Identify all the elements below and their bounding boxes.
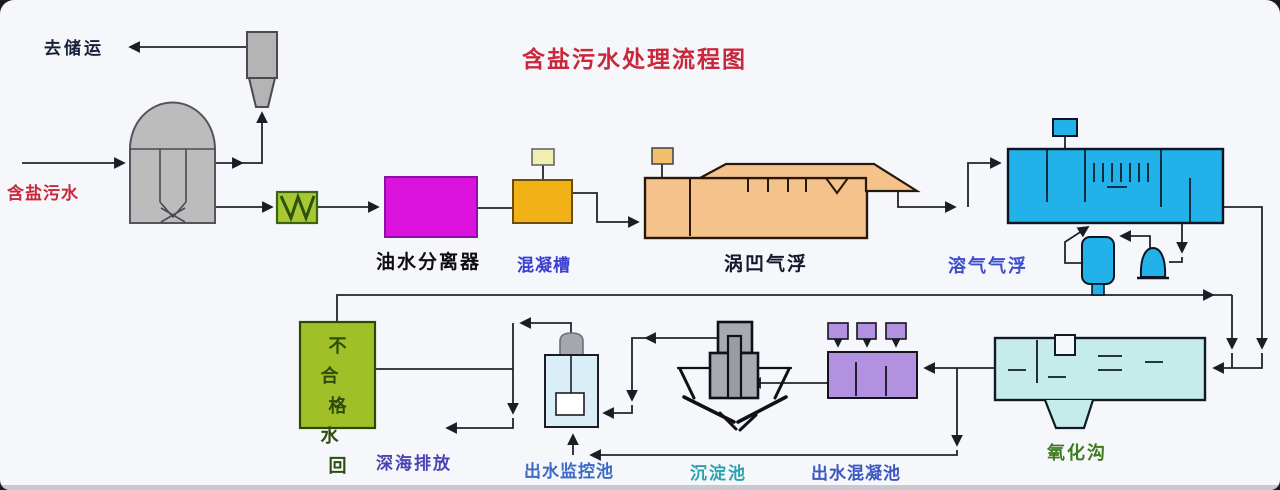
static-mixer — [275, 190, 319, 225]
offspec-water-box — [298, 320, 377, 430]
label-daf-flotation: 溶气气浮 — [948, 256, 1028, 276]
effluent-coagulation-box — [827, 322, 918, 399]
oil-water-separator-box — [384, 176, 478, 238]
dosing-box-1 — [827, 322, 849, 340]
pump-inlet-stub — [1169, 257, 1183, 263]
line-monitor-top-out — [519, 317, 572, 334]
label-oxidation-ditch: 氧化沟 — [1047, 443, 1107, 463]
line-discharge-to-sea — [445, 418, 514, 434]
label-deep-sea-discharge: 深海排放 — [376, 454, 452, 473]
oxidation-ditch-box — [993, 334, 1207, 430]
line-offspec-return — [336, 289, 1215, 322]
effluent-monitor-tank — [544, 332, 599, 428]
storage-tank — [129, 101, 216, 224]
label-caf-flotation: 涡凹气浮 — [724, 254, 809, 275]
label-sedimentation-tank: 沉淀池 — [690, 464, 747, 483]
sedimentation-clarifier — [676, 320, 793, 432]
offspec-text-line1: 不合 — [320, 336, 363, 386]
line-caf-to-daf — [967, 157, 1002, 207]
saturator-vessel — [1081, 236, 1115, 296]
caf-skimmer-ramp — [699, 162, 921, 193]
line-bottom-feed — [589, 449, 958, 461]
offspec-text-line3: 回 — [328, 456, 363, 476]
coagulation-tank-box — [512, 148, 573, 224]
line-into-monitor-side — [602, 405, 633, 419]
monitor-tank-motor — [559, 332, 584, 356]
line-into-ditch — [1212, 353, 1263, 374]
label-oil-water-separator: 油水分离器 — [376, 252, 482, 273]
dosing-box-2 — [856, 322, 877, 340]
label-to-storage: 去储运 — [44, 39, 104, 58]
line-coag-to-caf — [572, 192, 640, 228]
cyclone-separator — [246, 31, 278, 108]
saturator-recycle-line — [1064, 226, 1090, 264]
coag-dosing-box — [531, 148, 555, 166]
ditch-notch — [1054, 334, 1076, 356]
dosing-box-3 — [885, 322, 907, 340]
label-effluent-coagulation-tank: 出水混凝池 — [811, 464, 901, 483]
ditch-hopper — [1043, 399, 1095, 430]
bottom-edge-strip — [0, 485, 1280, 490]
recycle-pump — [1137, 246, 1169, 280]
line-clarifier-out-down — [626, 337, 646, 402]
page-title: 含盐污水处理流程图 — [522, 46, 747, 72]
clarifier-feed-pipe — [726, 334, 743, 400]
offspec-text-line2: 格水 — [320, 396, 363, 446]
line-caf-outlet — [897, 192, 957, 213]
line-skim-to-cyclone — [242, 111, 268, 164]
daf-agitator-motor — [1052, 118, 1078, 137]
caf-unit — [643, 147, 921, 240]
daf-unit — [1006, 118, 1225, 225]
pump-to-saturator-line — [1119, 230, 1151, 249]
caf-dosing-box — [651, 147, 674, 165]
flow-lines — [22, 41, 1268, 461]
label-coagulation-tank: 混凝槽 — [517, 256, 571, 275]
label-saline-wastewater-inlet: 含盐污水 — [7, 184, 79, 203]
label-effluent-monitor-tank: 出水监控池 — [524, 462, 614, 481]
offspec-water-box-text: 不合 格水 回 — [300, 331, 375, 481]
line-daf-outlet-down — [1223, 206, 1268, 350]
